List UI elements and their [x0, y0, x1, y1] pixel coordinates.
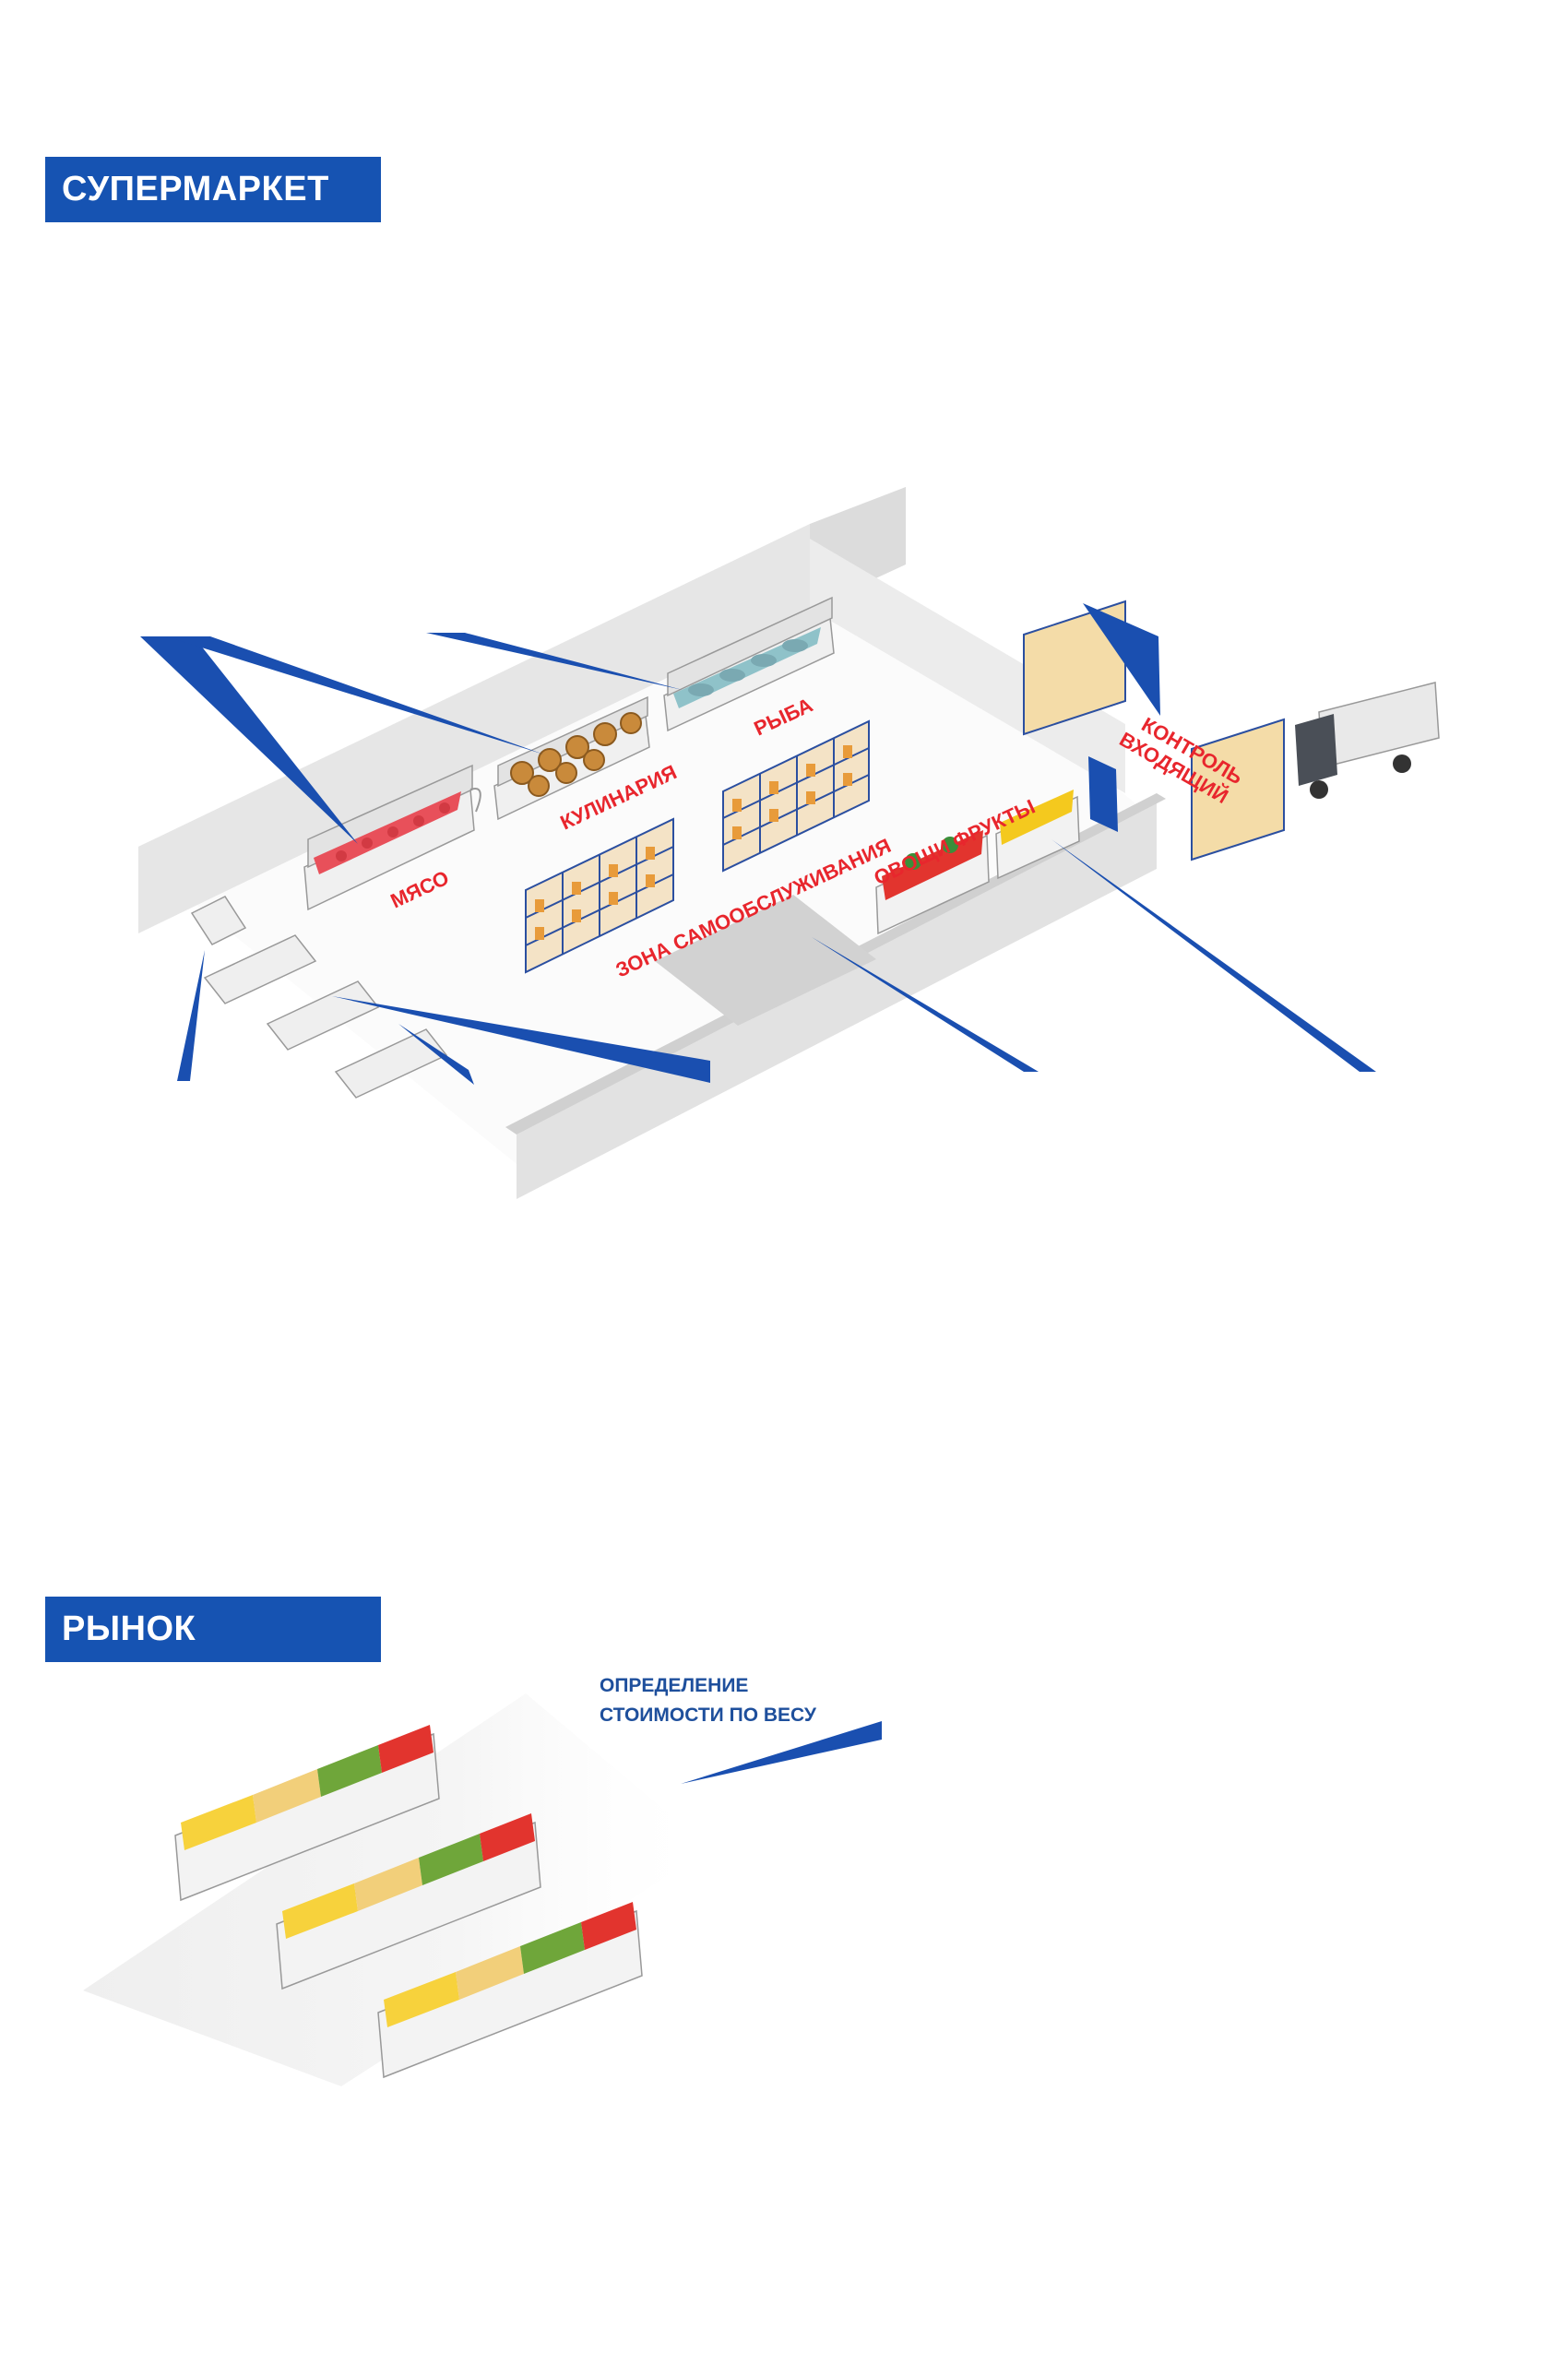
culinary-display: [493, 695, 650, 821]
meat-display: [303, 764, 481, 911]
market-callout-line-2: СТОИМОСТИ ПО ВЕСУ: [600, 1705, 817, 1726]
self-service-rack: [722, 719, 870, 873]
callout-wedge: [1051, 839, 1376, 1072]
callout-wedge: [332, 996, 710, 1083]
market-stall-row: [276, 1813, 541, 1990]
callout-wedge: [140, 636, 358, 844]
delivery-truck: [1295, 682, 1440, 799]
supermarket-floorplan: [138, 487, 1440, 1199]
self-service-zone: [655, 895, 876, 1026]
market-callout-wedge: [681, 1721, 882, 1784]
warehouse-racks: [1023, 600, 1285, 861]
callout-wedges: [140, 603, 1376, 1085]
checkout-counters: [190, 896, 448, 1099]
back-wall: [138, 524, 810, 933]
self-service-rack: [525, 817, 674, 974]
vegetables-fruit-display: [875, 790, 1080, 935]
front-wall: [517, 793, 1157, 1199]
fish-display: [663, 596, 835, 732]
market-stall-row: [377, 1902, 643, 2079]
market-floorplan: [83, 1693, 710, 2086]
section-title-supermarket: СУПЕРМАРКЕТ: [45, 157, 381, 222]
callout-wedge: [426, 633, 683, 690]
callout-wedge: [1083, 603, 1160, 716]
callout-wedge: [177, 950, 205, 1081]
callout-wedge: [398, 1024, 474, 1085]
entrance-door: [1088, 756, 1118, 832]
callout-wedge: [166, 636, 544, 754]
section-title-market: РЫНОК: [45, 1597, 381, 1662]
right-wall: [810, 539, 1125, 793]
market-stall-row: [174, 1725, 440, 1902]
callout-wedge: [812, 937, 1039, 1072]
market-callout-line-1: ОПРЕДЕЛЕНИЕ: [600, 1675, 748, 1696]
